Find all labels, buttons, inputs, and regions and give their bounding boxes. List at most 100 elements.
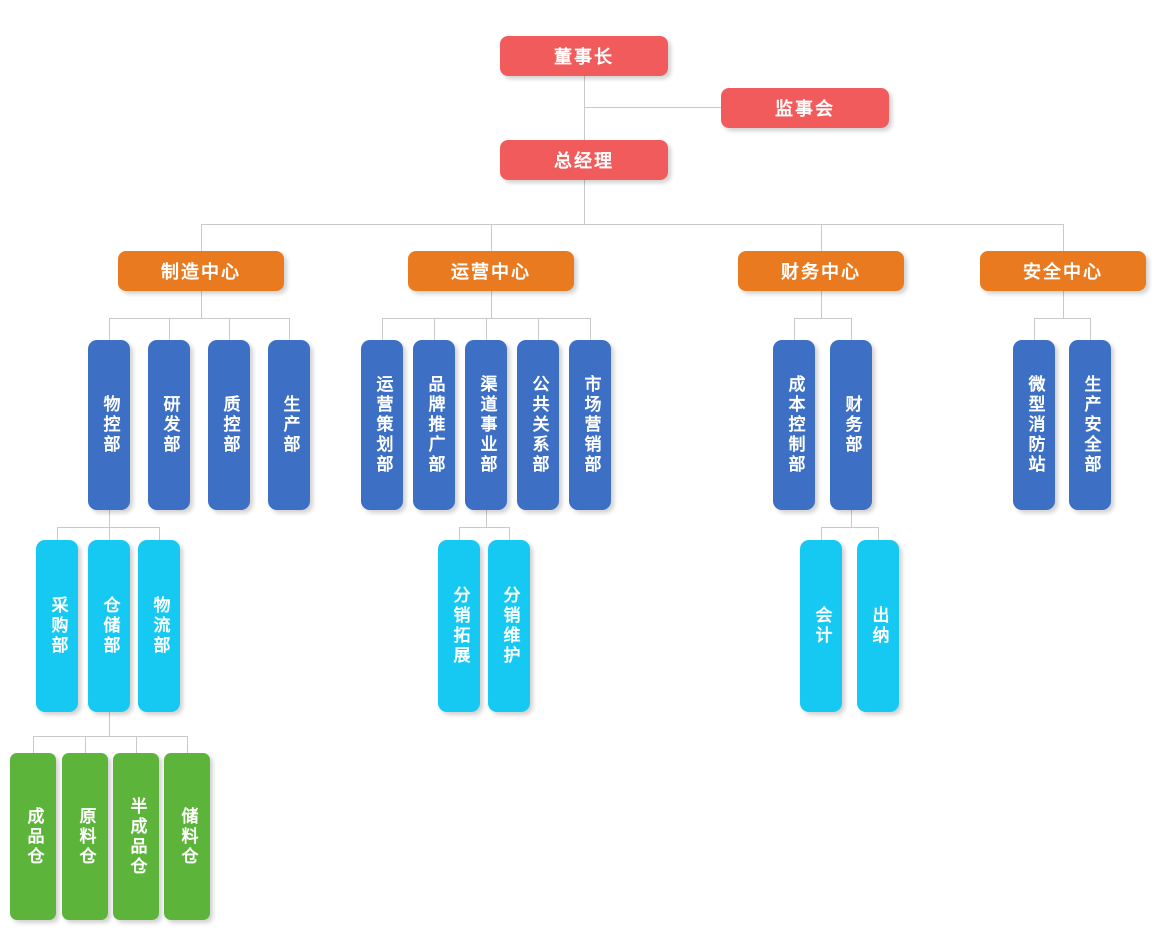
connector-line <box>538 318 539 340</box>
connector-line <box>1090 318 1091 340</box>
node-label: 董事长 <box>554 47 614 68</box>
node-dept-marketing[interactable]: 市场营销部 <box>569 340 611 510</box>
connector-line <box>878 527 879 540</box>
connector-line <box>459 527 509 528</box>
node-supervisory-board[interactable]: 监事会 <box>721 88 889 128</box>
connector-line <box>434 318 435 340</box>
node-label: 成本控制部 <box>784 375 805 475</box>
node-dept-operations-planning[interactable]: 运营策划部 <box>361 340 403 510</box>
connector-line <box>1063 224 1064 251</box>
connector-line <box>109 527 110 540</box>
connector-line <box>486 510 487 527</box>
node-label: 仓储部 <box>99 596 120 656</box>
node-warehouse-semi-finished[interactable]: 半成品仓 <box>113 753 159 920</box>
node-general-manager[interactable]: 总经理 <box>500 140 668 180</box>
connector-line <box>821 224 822 251</box>
connector-line <box>459 527 460 540</box>
connector-line <box>85 736 86 753</box>
node-label: 分销维护 <box>499 586 520 666</box>
node-center-finance[interactable]: 财务中心 <box>738 251 904 291</box>
node-dept-public-relations[interactable]: 公共关系部 <box>517 340 559 510</box>
connector-line <box>851 318 852 340</box>
connector-line <box>33 736 34 753</box>
connector-line <box>201 224 1063 225</box>
connector-line <box>109 318 110 340</box>
connector-line <box>491 291 492 318</box>
node-label: 安全中心 <box>1023 262 1103 283</box>
node-label: 监事会 <box>775 99 835 120</box>
node-label: 研发部 <box>159 395 180 455</box>
connector-line <box>794 318 851 319</box>
node-label: 生产部 <box>279 395 300 455</box>
node-label: 储料仓 <box>177 806 198 867</box>
node-section-distribution-maintenance[interactable]: 分销维护 <box>488 540 530 712</box>
node-label: 会计 <box>811 606 832 646</box>
node-label: 市场营销部 <box>580 375 601 475</box>
node-dept-brand-promotion[interactable]: 品牌推广部 <box>413 340 455 510</box>
connector-line <box>491 224 492 251</box>
connector-line <box>1063 291 1064 318</box>
connector-line <box>1034 318 1035 340</box>
connector-line <box>794 318 795 340</box>
node-section-purchasing[interactable]: 采购部 <box>36 540 78 712</box>
node-label: 半成品仓 <box>126 796 147 877</box>
connector-line <box>201 224 202 251</box>
node-label: 总经理 <box>554 151 614 172</box>
connector-line <box>584 107 721 108</box>
node-label: 分销拓展 <box>449 586 470 666</box>
node-warehouse-finished-goods[interactable]: 成品仓 <box>10 753 56 920</box>
node-dept-quality-control[interactable]: 质控部 <box>208 340 250 510</box>
node-label: 品牌推广部 <box>424 375 445 475</box>
connector-line <box>509 527 510 540</box>
connector-line <box>109 510 110 527</box>
node-dept-micro-fire-station[interactable]: 微型消防站 <box>1013 340 1055 510</box>
node-label: 生产安全部 <box>1080 375 1101 475</box>
node-label: 成品仓 <box>23 806 44 867</box>
node-label: 出纳 <box>868 606 889 646</box>
connector-line <box>169 318 170 340</box>
connector-line <box>821 291 822 318</box>
node-label: 公共关系部 <box>528 375 549 475</box>
node-dept-finance[interactable]: 财务部 <box>830 340 872 510</box>
node-label: 采购部 <box>47 596 68 656</box>
node-label: 微型消防站 <box>1024 375 1045 475</box>
node-warehouse-storage[interactable]: 储料仓 <box>164 753 210 920</box>
node-label: 制造中心 <box>161 262 241 283</box>
node-dept-production[interactable]: 生产部 <box>268 340 310 510</box>
connector-line <box>821 527 878 528</box>
connector-line <box>289 318 290 340</box>
node-label: 原料仓 <box>75 806 96 867</box>
node-center-manufacturing[interactable]: 制造中心 <box>118 251 284 291</box>
connector-line <box>851 510 852 527</box>
node-section-distribution-expansion[interactable]: 分销拓展 <box>438 540 480 712</box>
node-dept-cost-control[interactable]: 成本控制部 <box>773 340 815 510</box>
node-label: 运营策划部 <box>372 375 393 475</box>
connector-line <box>187 736 188 753</box>
connector-line <box>821 527 822 540</box>
node-label: 运营中心 <box>451 262 531 283</box>
connector-line <box>33 736 187 737</box>
node-dept-material-control[interactable]: 物控部 <box>88 340 130 510</box>
node-section-cashier[interactable]: 出纳 <box>857 540 899 712</box>
node-section-accounting[interactable]: 会计 <box>800 540 842 712</box>
node-warehouse-raw-material[interactable]: 原料仓 <box>62 753 108 920</box>
node-dept-production-safety[interactable]: 生产安全部 <box>1069 340 1111 510</box>
node-chairman[interactable]: 董事长 <box>500 36 668 76</box>
connector-line <box>109 712 110 736</box>
node-dept-channel-business[interactable]: 渠道事业部 <box>465 340 507 510</box>
connector-line <box>57 527 159 528</box>
node-section-logistics[interactable]: 物流部 <box>138 540 180 712</box>
node-center-operations[interactable]: 运营中心 <box>408 251 574 291</box>
node-center-safety[interactable]: 安全中心 <box>980 251 1146 291</box>
node-label: 物控部 <box>99 395 120 455</box>
connector-line <box>584 76 585 140</box>
connector-line <box>109 318 289 319</box>
node-section-warehousing[interactable]: 仓储部 <box>88 540 130 712</box>
connector-line <box>486 318 487 340</box>
node-label: 物流部 <box>149 596 170 656</box>
connector-line <box>201 291 202 318</box>
node-dept-rnd[interactable]: 研发部 <box>148 340 190 510</box>
connector-line <box>584 180 585 224</box>
node-label: 质控部 <box>219 395 240 455</box>
